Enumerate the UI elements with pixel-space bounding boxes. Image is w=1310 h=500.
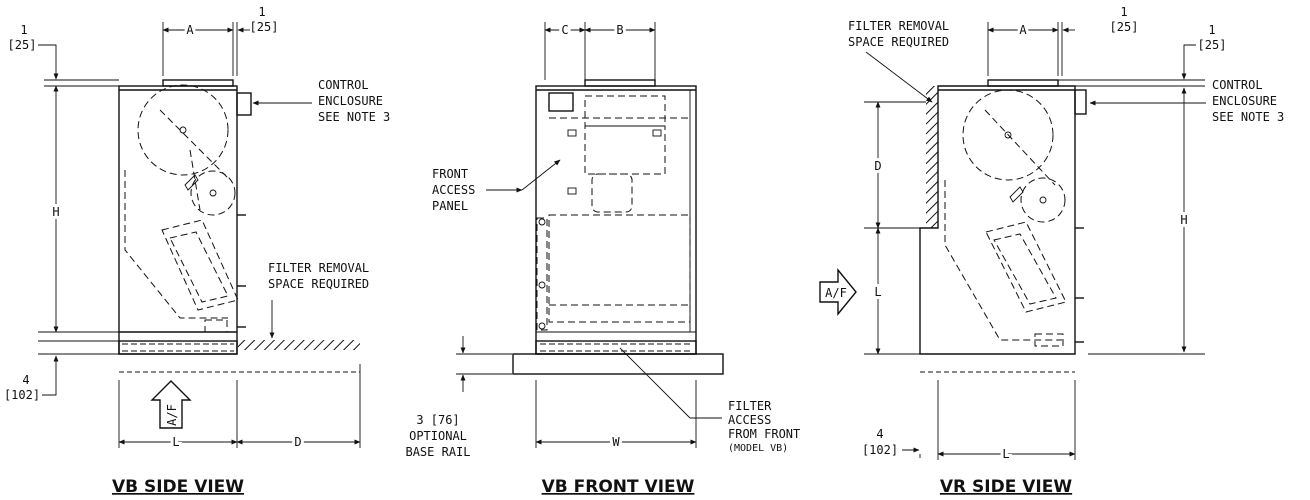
vr-dim-top-1: 1 — [1120, 5, 1127, 19]
base-rail — [512, 353, 724, 375]
vr-control-enclosure — [1074, 89, 1087, 115]
vr-blower-housing — [962, 89, 1054, 181]
vb-side-view: A 1 [25] 1 [25] H 4 [102] A/F L — [4, 5, 390, 497]
filter-access-l3: FROM FRONT — [728, 427, 800, 441]
vr-top-flange — [987, 79, 1059, 87]
dim-c-label: C — [561, 23, 568, 37]
dim-d-label: D — [294, 435, 301, 449]
dim-bottom-4: 4 — [22, 373, 29, 387]
control-box — [548, 92, 574, 112]
vb-front-view: C B FRONT ACCESS PANEL 3 [76] OPTIONAL B… — [405, 20, 800, 497]
vb-side-view-title: VB SIDE VIEW — [112, 477, 244, 497]
vr-dim-top-25: [25] — [1110, 20, 1139, 34]
motor-hidden — [591, 173, 633, 213]
control-label-l1: CONTROL — [318, 78, 369, 92]
vr-dim-bottom-4: 4 — [876, 427, 883, 441]
filter-space-hatch — [238, 340, 360, 350]
vr-filter-removal-l1: FILTER REMOVAL — [848, 19, 949, 33]
panel-label-l1: FRONT — [432, 167, 468, 181]
dim-h-label: H — [52, 205, 59, 219]
vb-front-view-title: VB FRONT VIEW — [542, 477, 695, 497]
dim-top-25: [25] — [250, 20, 279, 34]
vr-motor-pulley — [1020, 177, 1066, 223]
vr-airflow-arrow — [819, 268, 857, 316]
dim-w-label: W — [612, 435, 620, 449]
control-label-l2: ENCLOSURE — [318, 94, 383, 108]
filter-access-l1: FILTER — [728, 399, 772, 413]
airflow-label: A/F — [165, 404, 179, 426]
filter-removal-l1: FILTER REMOVAL — [268, 261, 369, 275]
coil-hidden — [548, 214, 691, 323]
base-section — [118, 340, 238, 355]
vr-dim-h-label: H — [1180, 213, 1187, 227]
filter-rack-front — [536, 217, 548, 331]
front-top-flange — [584, 79, 656, 87]
vr-control-label-l2: ENCLOSURE — [1212, 94, 1277, 108]
top-flange — [162, 79, 234, 87]
airflow-arrow — [150, 380, 192, 429]
vr-side-view-title: VR SIDE VIEW — [940, 477, 1072, 497]
vr-dim-right-25: [25] — [1198, 38, 1227, 52]
dim-bottom-102: [102] — [4, 388, 40, 402]
rail-label-l2: OPTIONAL — [409, 429, 467, 443]
rail-label-l3: BASE RAIL — [405, 445, 470, 459]
vr-side-view: FILTER REMOVAL SPACE REQUIRED A 1 [25] 1… — [819, 5, 1284, 497]
vr-dim-l-bottom-label: L — [1002, 447, 1009, 461]
filter-removal-l2: SPACE REQUIRED — [268, 277, 369, 291]
dim-b-label: B — [616, 23, 623, 37]
dim-a-label: A — [186, 23, 194, 37]
cabinet-outline — [118, 85, 238, 355]
vr-filter-removal-l2: SPACE REQUIRED — [848, 35, 949, 49]
dim-l-label: L — [172, 435, 179, 449]
panel-label-l2: ACCESS — [432, 183, 475, 197]
vr-dim-l-label: L — [874, 285, 881, 299]
control-enclosure — [236, 92, 252, 116]
control-label-l3: SEE NOTE 3 — [318, 110, 390, 124]
vr-dim-a-label: A — [1019, 23, 1027, 37]
front-base-section — [535, 340, 697, 355]
dim-top-1: 1 — [258, 5, 265, 19]
motor-pulley — [190, 170, 236, 216]
rail-label-l1: 3 [76] — [416, 413, 459, 427]
vr-dim-bottom-102: [102] — [862, 443, 898, 457]
vr-filter-space-hatch — [926, 86, 938, 228]
filter-access-l4: (MODEL VB) — [728, 443, 788, 454]
vr-dim-right-1: 1 — [1208, 23, 1215, 37]
blower-hidden — [584, 95, 666, 127]
vr-coil-rack — [985, 221, 1067, 313]
vr-airflow-label: A/F — [825, 286, 847, 300]
filter-access-l2: ACCESS — [728, 413, 771, 427]
dim-left-25: [25] — [8, 38, 37, 52]
coil-rack — [161, 219, 239, 311]
panel-label-l3: PANEL — [432, 199, 468, 213]
vr-dim-d-label: D — [874, 159, 881, 173]
blower-housing — [137, 84, 229, 176]
vr-control-label-l1: CONTROL — [1212, 78, 1263, 92]
blower-hub — [179, 126, 187, 134]
dim-left-1: 1 — [20, 23, 27, 37]
vr-control-label-l3: SEE NOTE 3 — [1212, 110, 1284, 124]
